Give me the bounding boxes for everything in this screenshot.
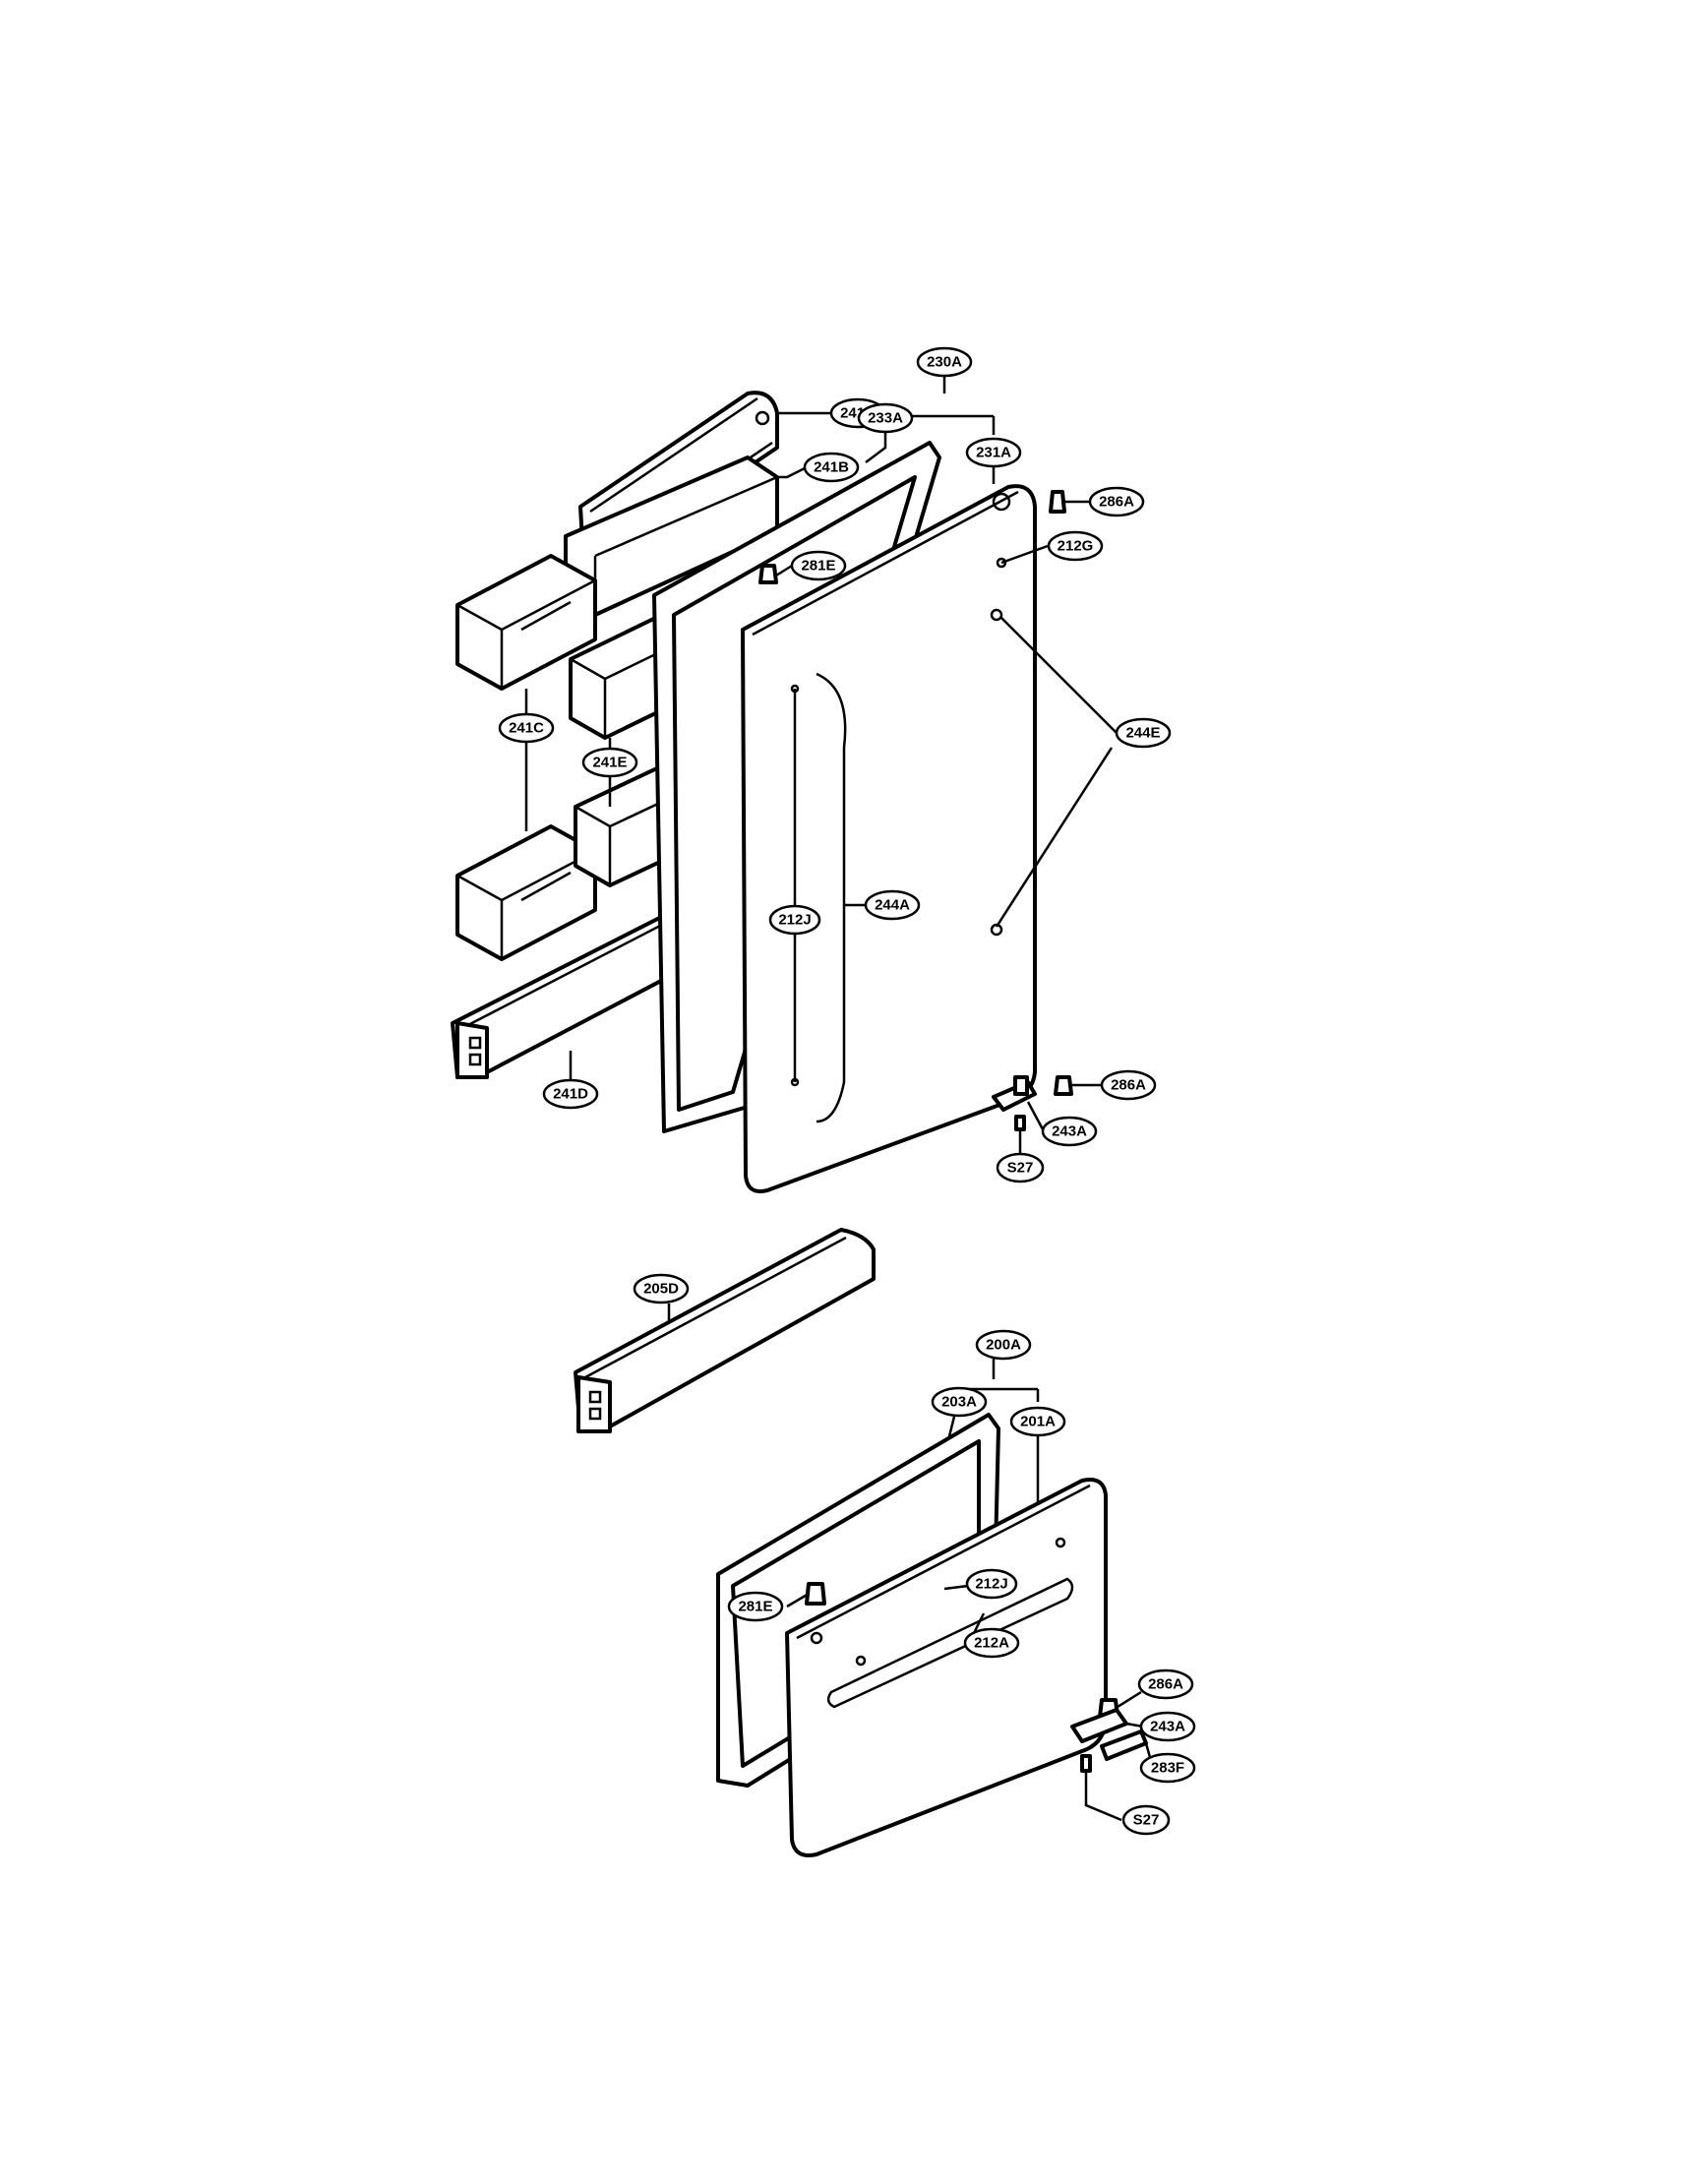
svg-text:212A: 212A (974, 1635, 1009, 1652)
svg-text:205D: 205D (643, 1281, 679, 1298)
label-212J-bottom: 212J (965, 1568, 1018, 1600)
svg-text:230A: 230A (927, 354, 962, 371)
freezer-door-201A (785, 1478, 1108, 1857)
label-205D: 205D (633, 1273, 690, 1304)
door-stopper-281E-bottom (805, 1582, 826, 1606)
label-281E-top: 281E (790, 550, 847, 581)
label-241C: 241C (498, 712, 555, 744)
svg-text:241C: 241C (509, 720, 544, 737)
label-283F: 283F (1139, 1752, 1196, 1784)
svg-text:233A: 233A (868, 410, 903, 427)
label-201A: 201A (1009, 1406, 1066, 1437)
svg-text:212J: 212J (975, 1576, 1007, 1593)
svg-text:241B: 241B (814, 459, 849, 476)
label-244E: 244E (1115, 717, 1172, 749)
svg-text:281E: 281E (801, 558, 835, 575)
label-243A-mid: 243A (1041, 1116, 1098, 1147)
svg-text:286A: 286A (1099, 494, 1134, 511)
svg-text:201A: 201A (1020, 1414, 1056, 1430)
label-S27-bottom: S27 (1121, 1804, 1171, 1836)
label-S27-mid: S27 (996, 1152, 1045, 1183)
leader-lines (524, 377, 1153, 1822)
hinge-cap-286A-top (1049, 490, 1066, 514)
label-286A-mid: 286A (1100, 1069, 1157, 1101)
label-200A: 200A (975, 1329, 1032, 1361)
hinge-pin-283F (1100, 1729, 1148, 1761)
svg-text:212J: 212J (778, 912, 811, 929)
label-241B: 241B (803, 452, 860, 483)
label-244A: 244A (864, 889, 921, 921)
screw-S27-bottom (1080, 1754, 1092, 1773)
label-243A-bottom: 243A (1139, 1711, 1196, 1742)
screw-S27-mid (1014, 1115, 1026, 1131)
svg-text:243A: 243A (1052, 1123, 1087, 1140)
label-241D: 241D (542, 1078, 599, 1110)
label-231A: 231A (965, 437, 1022, 468)
label-212A: 212A (963, 1627, 1020, 1659)
label-281E-bottom: 281E (727, 1591, 784, 1622)
svg-text:203A: 203A (941, 1394, 977, 1411)
label-203A: 203A (931, 1386, 988, 1418)
svg-text:200A: 200A (986, 1337, 1021, 1354)
label-286A-bottom: 286A (1137, 1668, 1194, 1700)
svg-text:283F: 283F (1151, 1760, 1184, 1777)
svg-text:281E: 281E (738, 1599, 772, 1615)
label-233A: 233A (857, 402, 914, 434)
svg-text:231A: 231A (976, 445, 1011, 461)
svg-text:241D: 241D (553, 1086, 588, 1103)
label-230A: 230A (916, 346, 973, 378)
svg-text:212G: 212G (1058, 538, 1094, 555)
svg-text:S27: S27 (1133, 1812, 1160, 1829)
door-stopper-281E-top (758, 564, 778, 584)
small-bin-241C-lower (455, 824, 597, 961)
door-shelf-205D (574, 1228, 876, 1433)
hinge-cap-286A-mid (1054, 1075, 1073, 1096)
svg-text:286A: 286A (1148, 1676, 1183, 1693)
svg-text:S27: S27 (1007, 1160, 1034, 1177)
small-bin-241C-upper (455, 554, 597, 691)
hinge-243A-mid (992, 1075, 1037, 1112)
svg-text:243A: 243A (1150, 1719, 1185, 1735)
svg-text:244A: 244A (875, 897, 910, 914)
label-212G: 212G (1047, 530, 1104, 562)
label-241E: 241E (581, 747, 638, 778)
svg-text:286A: 286A (1111, 1077, 1146, 1094)
svg-text:241E: 241E (592, 755, 627, 771)
svg-text:244E: 244E (1125, 725, 1160, 742)
label-286A-top: 286A (1088, 486, 1145, 517)
label-212J-top: 212J (768, 904, 821, 936)
